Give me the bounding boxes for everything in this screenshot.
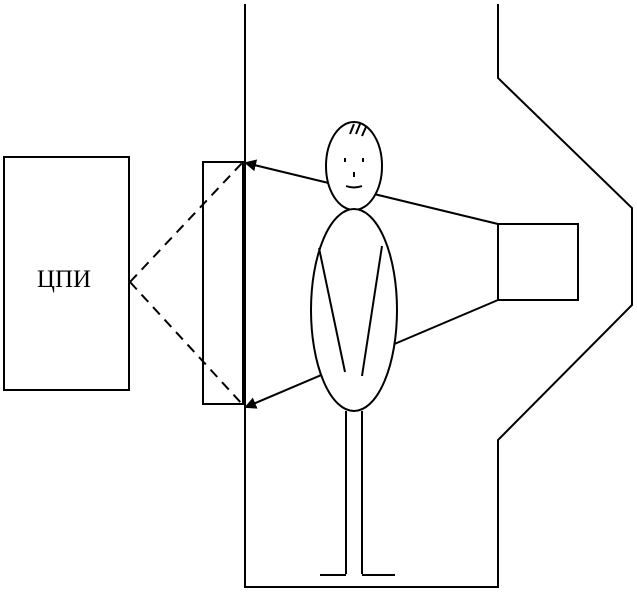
emitter-box <box>497 223 579 301</box>
person-head <box>325 121 383 211</box>
cpi-box: ЦПИ <box>3 156 130 391</box>
corridor-wall <box>244 4 633 588</box>
person-hair <box>349 123 367 137</box>
person-body <box>310 208 398 412</box>
cpi-label: ЦПИ <box>37 266 91 293</box>
person-left-arm <box>318 247 346 373</box>
dashed-link-lines <box>129 161 244 406</box>
person-right-arm <box>361 245 383 377</box>
detector-panel <box>202 161 244 405</box>
person-figure <box>310 121 398 576</box>
